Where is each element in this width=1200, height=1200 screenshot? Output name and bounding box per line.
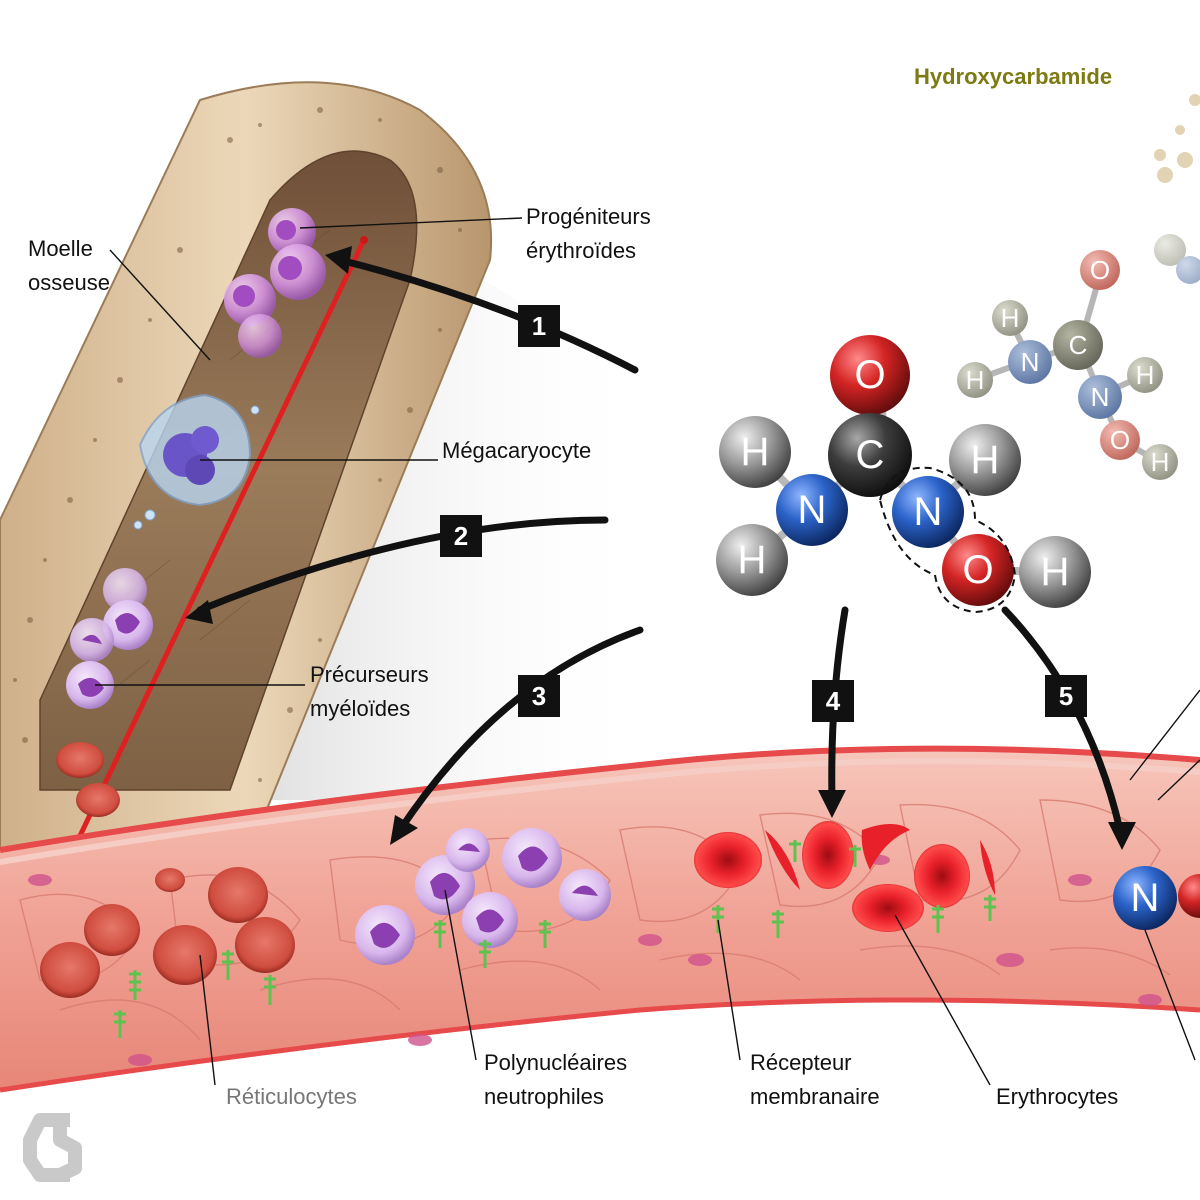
carbon-atom [828, 413, 912, 497]
atom-label-o2: O [962, 548, 993, 592]
nitrogen-atom [892, 476, 964, 548]
step-badge-2: 2 [440, 515, 482, 557]
atom-label-o1: O [854, 353, 885, 397]
leader-lines [95, 217, 1200, 1086]
atom-label-h4: H [1041, 550, 1070, 594]
neutrophil-cells [355, 828, 611, 965]
background-molecule: O H C H N N H O H [957, 94, 1200, 480]
erythroid-progenitor-cells [224, 208, 326, 358]
atom-label-n2: N [914, 490, 943, 534]
arrow-heads [185, 246, 1136, 850]
bg-atom-n2: N [1091, 382, 1110, 412]
label-neutrophils: Polynucléaires neutrophiles [484, 1050, 628, 1109]
bg-atom-h3: H [1136, 360, 1155, 390]
atom-label-h3: H [971, 438, 1000, 482]
label-reticulocytes: Réticulocytes [226, 1084, 357, 1109]
hydroxycarbamide-molecule: O C H N H N H O H [716, 335, 1091, 614]
atom-label-n1: N [798, 488, 827, 532]
step-badge-1: 1 [518, 305, 560, 347]
erythrocyte-cells [694, 821, 995, 932]
oxygen-atom [942, 534, 1014, 606]
step-badge-5: 5 [1045, 675, 1087, 717]
label-erythrocytes: Erythrocytes [996, 1084, 1119, 1109]
atom-label-blood-n: N [1131, 876, 1160, 920]
bg-atom-o2: O [1110, 425, 1130, 455]
hydrogen-atom [1019, 536, 1091, 608]
myeloid-precursor-cells [66, 568, 153, 709]
membrane-receptors [114, 840, 996, 1038]
drug-title: Hydroxycarbamide [914, 64, 1113, 89]
no-group-highlight [878, 466, 1017, 614]
label-megakaryocyte: Mégacaryocyte [442, 438, 592, 463]
blood-nitrogen-atom: N [1113, 866, 1200, 930]
bg-atom-o1: O [1090, 255, 1110, 285]
arrow-2 [196, 516, 609, 614]
label-membrane-receptor: Récepteur membranaire [750, 1050, 880, 1109]
label-myeloid-precursors: Précurseurs myéloïdes [310, 662, 429, 721]
hydrogen-atom [719, 416, 791, 488]
megakaryocyte-cell [133, 393, 260, 530]
arrow-3 [396, 626, 644, 834]
label-erythroid-progenitors: Progéniteurs érythroïdes [526, 204, 651, 263]
step-badge-3: 3 [518, 675, 560, 717]
hydrogen-atom [949, 424, 1021, 496]
bg-atom-h1: H [1001, 303, 1020, 333]
hydrogen-atom [716, 524, 788, 596]
logo-mark [23, 1113, 82, 1182]
bg-atom-h4: H [1151, 447, 1170, 477]
bg-atom-h2: H [966, 365, 985, 395]
bg-atom-n1: N [1021, 347, 1040, 377]
atom-label-h2: H [738, 538, 767, 582]
atom-label-c: C [856, 433, 885, 477]
oxygen-atom [830, 335, 910, 415]
arrow-1 [336, 256, 639, 374]
atom-label-h1: H [741, 430, 770, 474]
bg-atom-c: C [1069, 330, 1088, 360]
pathway-arrows [196, 256, 1124, 834]
reticulocyte-cells [40, 867, 295, 998]
nitrogen-atom [776, 474, 848, 546]
marrow-capillary [75, 238, 367, 842]
label-bone-marrow: Moelle osseuse [28, 236, 110, 295]
step-badge-4: 4 [812, 680, 854, 722]
marrow-red-cells [56, 742, 120, 817]
